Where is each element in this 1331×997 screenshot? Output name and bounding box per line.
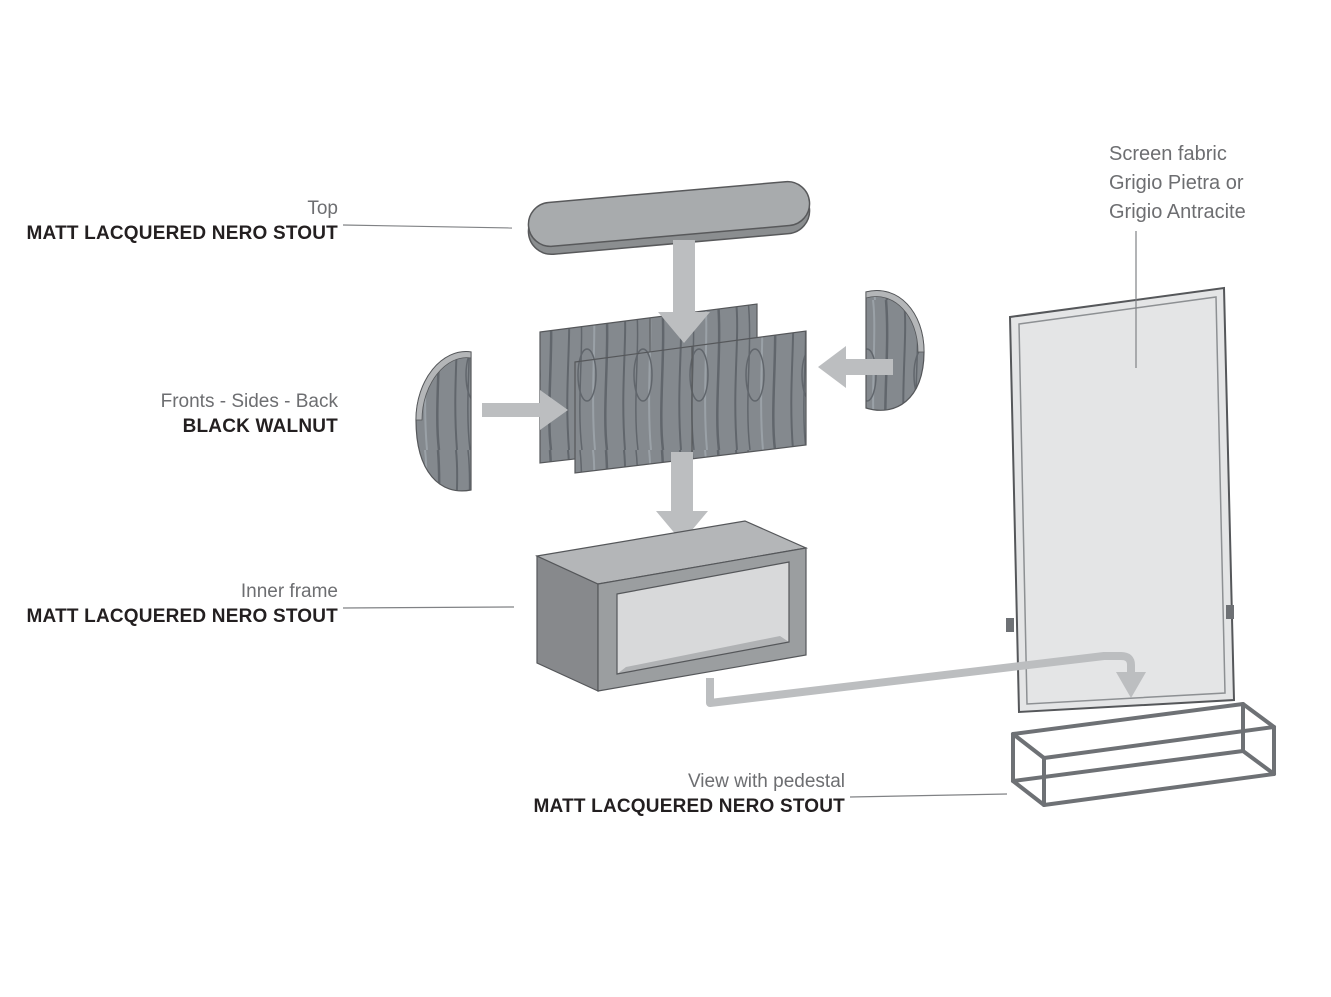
label-pedestal-line1: View with pedestal [687,771,845,792]
label-screen-fabric-line3: Grigio Antracite [1109,201,1246,223]
inner-frame-leader-line [342,606,515,609]
right-side-panel [865,290,925,411]
label-fronts-line2: BLACK WALNUT [182,416,338,437]
down-arrowhead-icon [1116,672,1146,698]
label-top-line2: MATT LACQUERED NERO STOUT [26,223,338,244]
label-inner-frame-line1: Inner frame [240,581,338,602]
front-door-panels [574,330,807,474]
label-inner-frame: Inner frame MATT LACQUERED NERO STOUT [20,579,338,629]
down-arrow-icon [656,452,708,542]
label-view-with-pedestal: View with pedestal MATT LACQUERED NERO S… [527,769,845,819]
label-pedestal-line2: MATT LACQUERED NERO STOUT [533,796,845,817]
pedestal-base [1011,702,1276,807]
label-inner-frame-line2: MATT LACQUERED NERO STOUT [26,606,338,627]
top-panel [527,180,811,256]
label-screen-fabric-line2: Grigio Pietra or [1109,172,1244,194]
label-screen-fabric: Screen fabric Grigio Pietra or Grigio An… [1109,140,1329,227]
screen-panel [1006,286,1236,714]
left-side-panel [415,351,472,492]
label-top-line1: Top [307,198,338,219]
screen-hinge [1006,618,1014,632]
label-top: Top MATT LACQUERED NERO STOUT [20,196,338,246]
left-arrow-icon [818,346,893,388]
inner-frame-box [534,520,809,692]
top-leader-line [342,224,513,229]
label-fronts-sides-back: Fronts - Sides - Back BLACK WALNUT [20,389,338,439]
label-fronts-line1: Fronts - Sides - Back [160,391,338,412]
down-arrow-icon [658,240,710,343]
connector-arrow [706,652,1146,707]
screen-hinge [1226,605,1234,619]
leader-lines [342,224,1137,798]
pedestal-leader-line [849,793,1008,798]
label-screen-fabric-line1: Screen fabric [1109,143,1227,165]
right-arrow-icon [482,390,568,430]
